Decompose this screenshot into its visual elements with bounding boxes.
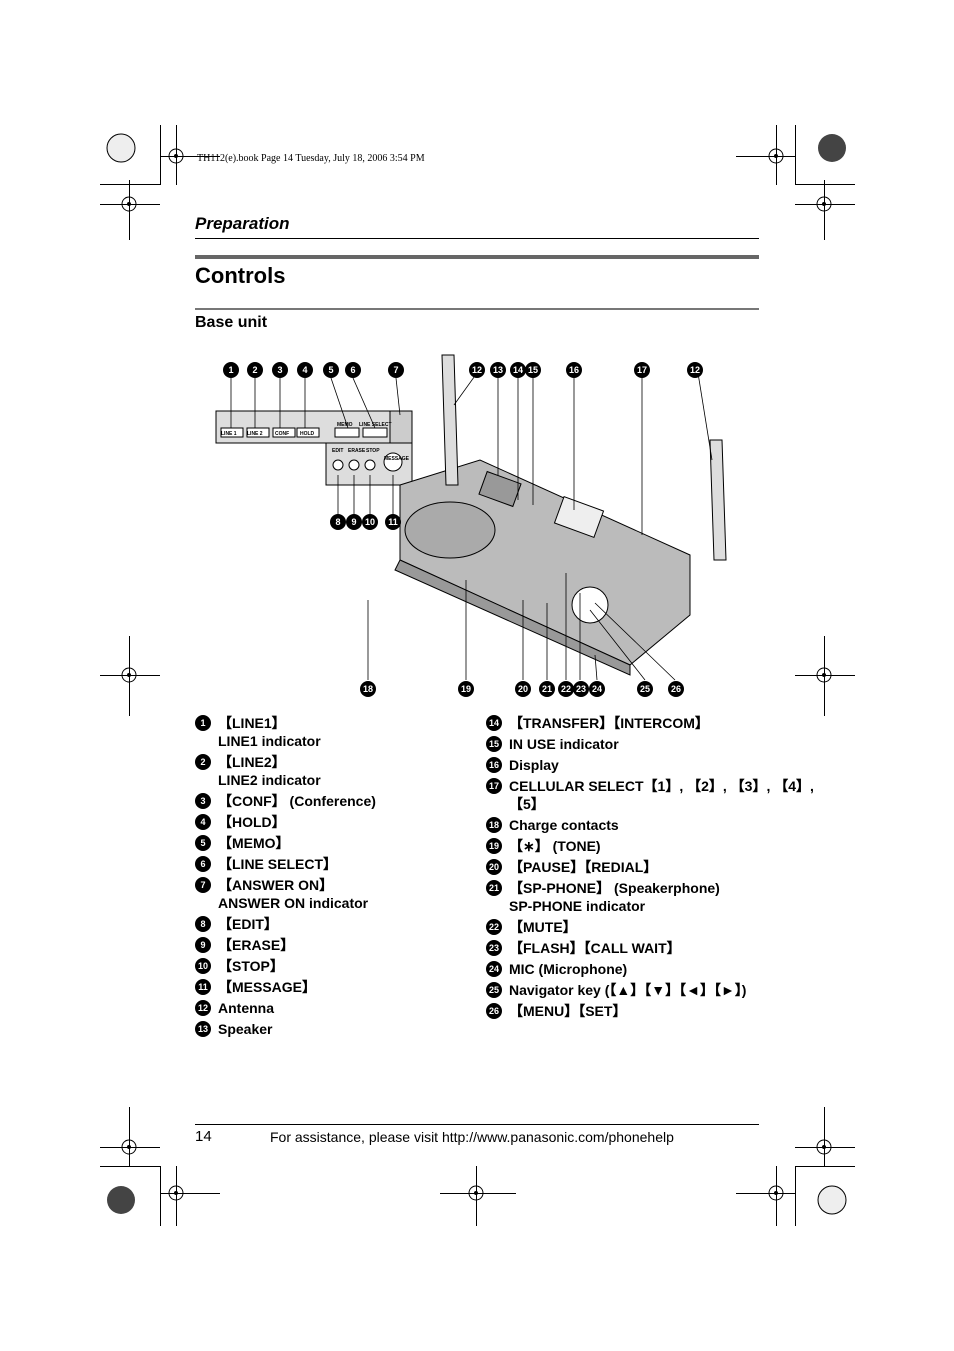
title-bottom-rule bbox=[195, 308, 759, 310]
panel-label: LINE 1 bbox=[221, 431, 237, 437]
legend-item: 3【CONF】 (Conference) bbox=[195, 792, 376, 810]
callout: 10 bbox=[362, 514, 378, 530]
callout: 21 bbox=[539, 681, 555, 697]
callout: 4 bbox=[297, 362, 313, 378]
callout: 19 bbox=[458, 681, 474, 697]
legend-item: 2【LINE2】LINE2 indicator bbox=[195, 753, 376, 789]
legend-item: 20【PAUSE】【REDIAL】 bbox=[486, 858, 814, 876]
assistance-note: For assistance, please visit http://www.… bbox=[270, 1129, 674, 1145]
callout: 9 bbox=[346, 514, 362, 530]
page-number: 14 bbox=[195, 1128, 212, 1145]
legend-item: 14【TRANSFER】【INTERCOM】 bbox=[486, 714, 814, 732]
callout: 8 bbox=[330, 514, 346, 530]
panel-label: ERASE bbox=[348, 448, 366, 454]
legend-left: 1【LINE1】LINE1 indicator 2【LINE2】LINE2 in… bbox=[195, 714, 376, 1041]
legend-item: 4【HOLD】 bbox=[195, 813, 376, 831]
callout: 12 bbox=[469, 362, 485, 378]
panel-label: LINE 2 bbox=[247, 431, 263, 437]
panel-label: STOP bbox=[366, 448, 380, 454]
print-header: TH112(e).book Page 14 Tuesday, July 18, … bbox=[197, 153, 425, 164]
legend-item: 21【SP-PHONE】 (Speakerphone)SP-PHONE indi… bbox=[486, 879, 814, 915]
callout: 14 bbox=[510, 362, 526, 378]
callout: 5 bbox=[323, 362, 339, 378]
callout: 6 bbox=[345, 362, 361, 378]
legend-item: 23【FLASH】【CALL WAIT】 bbox=[486, 939, 814, 957]
panel-label: EDIT bbox=[332, 448, 344, 454]
panel-label: MEMO bbox=[337, 422, 353, 428]
title-top-rule bbox=[195, 255, 759, 259]
panel-label: LINE SELECT bbox=[359, 422, 392, 428]
legend-item: 8【EDIT】 bbox=[195, 915, 376, 933]
page-title: Controls bbox=[195, 263, 286, 288]
callout: 3 bbox=[272, 362, 288, 378]
callout: 20 bbox=[515, 681, 531, 697]
callout: 2 bbox=[247, 362, 263, 378]
callout: 24 bbox=[589, 681, 605, 697]
legend-item: 5【MEMO】 bbox=[195, 834, 376, 852]
legend-item: 6【LINE SELECT】 bbox=[195, 855, 376, 873]
callout: 26 bbox=[668, 681, 684, 697]
callout: 7 bbox=[388, 362, 404, 378]
callout: 12 bbox=[687, 362, 703, 378]
legend-item: 26【MENU】【SET】 bbox=[486, 1002, 814, 1020]
callout: 13 bbox=[490, 362, 506, 378]
section-label: Preparation bbox=[195, 214, 290, 233]
panel-label: MESSAGE bbox=[384, 456, 410, 462]
footer-rule bbox=[195, 1124, 759, 1125]
panel-label: HOLD bbox=[300, 431, 315, 437]
legend-item: 9【ERASE】 bbox=[195, 936, 376, 954]
callout: 25 bbox=[637, 681, 653, 697]
callout: 22 bbox=[558, 681, 574, 697]
callout: 17 bbox=[634, 362, 650, 378]
legend-item: 19【∗】 (TONE) bbox=[486, 837, 814, 855]
subheading: Base unit bbox=[195, 314, 268, 331]
legend-item: 7【ANSWER ON】ANSWER ON indicator bbox=[195, 876, 376, 912]
legend-item: 1【LINE1】LINE1 indicator bbox=[195, 714, 376, 750]
legend-item: 11【MESSAGE】 bbox=[195, 978, 376, 996]
callout: 23 bbox=[573, 681, 589, 697]
callout: 18 bbox=[360, 681, 376, 697]
callout: 1 bbox=[223, 362, 239, 378]
callout: 16 bbox=[566, 362, 582, 378]
base-unit-diagram bbox=[215, 354, 727, 681]
callout: 15 bbox=[525, 362, 541, 378]
panel-label: CONF bbox=[275, 431, 290, 437]
legend-item: 10【STOP】 bbox=[195, 957, 376, 975]
callout: 11 bbox=[385, 514, 401, 530]
legend-item: 22【MUTE】 bbox=[486, 918, 814, 936]
section-rule bbox=[195, 238, 759, 239]
